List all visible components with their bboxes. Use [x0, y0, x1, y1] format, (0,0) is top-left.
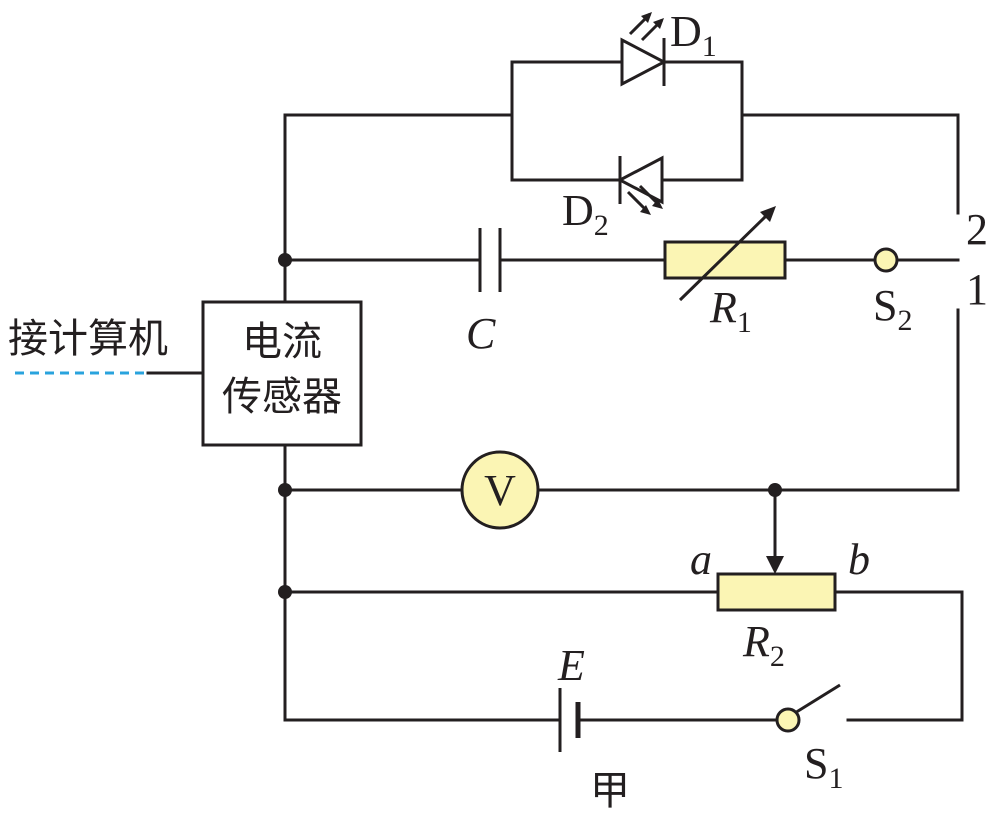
s1-label: S1	[804, 739, 843, 795]
slider-arrow-head	[766, 556, 784, 574]
sensor-label-line1: 电流	[242, 319, 322, 365]
r2-label: R2	[742, 617, 785, 673]
diode-d1-triangle	[620, 37, 668, 87]
light-arrow-d2	[640, 205, 651, 215]
s2-pivot	[873, 247, 899, 273]
current-sensor-box	[201, 300, 363, 447]
pot-end-b-label: b	[848, 535, 870, 584]
capacitor-label: C	[466, 309, 496, 358]
light-arrow-d2	[652, 199, 663, 209]
r2-body	[716, 572, 837, 612]
d2-label: D2	[562, 186, 609, 242]
battery-label: E	[557, 641, 585, 690]
light-arrow-d1	[641, 12, 652, 23]
battery	[558, 688, 581, 752]
diode-d2-triangle	[616, 155, 664, 205]
switch-s1	[775, 683, 841, 733]
junction-node	[278, 253, 292, 267]
voltmeter-label: V	[484, 466, 516, 515]
s1-pivot	[775, 707, 801, 733]
r1-label: R1	[709, 283, 752, 339]
light-arrow-d1	[653, 18, 664, 29]
junction-node	[278, 585, 292, 599]
wires	[15, 60, 964, 722]
junction-node	[278, 483, 292, 497]
sensor-label-line2: 传感器	[222, 374, 342, 420]
diode-d1	[620, 12, 668, 87]
d1-label: D1	[670, 7, 717, 63]
potentiometer-r2	[716, 556, 837, 612]
r1-body	[663, 240, 787, 280]
pot-end-a-label: a	[690, 535, 712, 584]
junction-node	[768, 483, 782, 497]
r1-adjust-arrow-head	[760, 206, 776, 222]
r1-adjust-arrow-line	[678, 214, 768, 302]
computer-label: 接计算机	[8, 316, 168, 362]
s1-blade	[789, 683, 841, 718]
s2-label: S2	[873, 281, 912, 337]
voltmeter	[460, 450, 540, 530]
terminal-1-label: 1	[966, 265, 988, 314]
figure-caption: 甲	[590, 768, 630, 814]
terminal-2-label: 2	[966, 205, 988, 254]
junction-nodes	[278, 253, 782, 599]
diode-d2	[616, 155, 664, 215]
variable-resistor-r1	[663, 206, 787, 302]
capacitor	[478, 228, 502, 292]
